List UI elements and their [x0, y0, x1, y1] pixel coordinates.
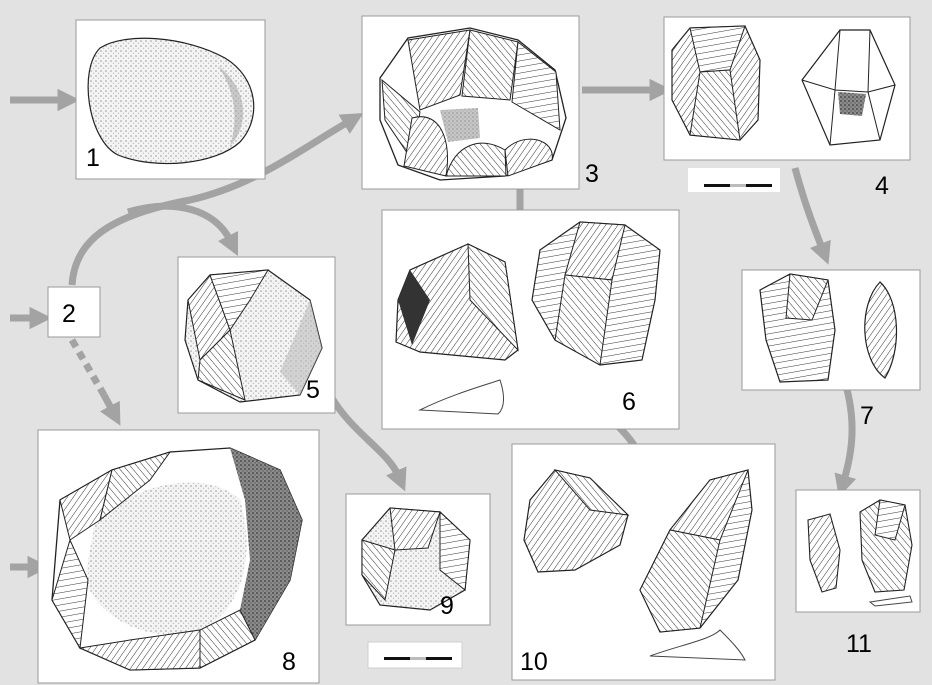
label-10: 10	[520, 648, 548, 676]
label-5: 5	[306, 376, 320, 404]
panel-3: 3	[362, 16, 599, 189]
panel-1: 1	[76, 20, 265, 179]
scale-bar-bottom	[368, 642, 462, 668]
arrow-7-to-11	[844, 382, 852, 480]
panel-8: 8	[38, 430, 319, 683]
label-8: 8	[282, 648, 296, 676]
label-6: 6	[622, 388, 636, 416]
scale-bar-top	[688, 168, 780, 192]
panel-7: 7	[742, 270, 920, 430]
label-2: 2	[62, 300, 76, 328]
label-9: 9	[440, 592, 454, 620]
arrow-4-to-7	[795, 168, 822, 248]
panel-9: 9	[346, 494, 490, 625]
label-11: 11	[846, 630, 872, 658]
panel-11: 11	[796, 490, 920, 658]
label-3: 3	[585, 160, 599, 188]
label-1: 1	[86, 144, 100, 172]
arrow-2-to-8-head	[104, 395, 112, 410]
panel-10: 10	[512, 444, 775, 680]
panel-5: 5	[178, 257, 335, 413]
arrow-2-to-8	[72, 340, 104, 395]
arrow-2-to-5	[128, 206, 230, 240]
label-7: 7	[860, 402, 874, 430]
panel-2: 2	[48, 287, 100, 337]
panel-6: 6	[382, 210, 679, 429]
label-4: 4	[875, 172, 889, 200]
